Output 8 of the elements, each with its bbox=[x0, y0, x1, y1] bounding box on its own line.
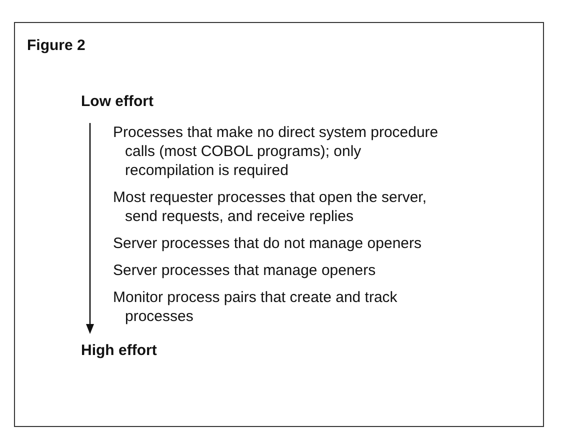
list-item: Monitor process pairs that create and track processes bbox=[113, 288, 398, 326]
scale-end-label: Low effort bbox=[81, 93, 154, 110]
scale-end-label: High effort bbox=[81, 342, 157, 359]
list-item: Server processes that manage openers bbox=[113, 261, 377, 280]
figure-title: Figure 2 bbox=[27, 37, 86, 54]
list-item: Server processes that do not manage openers bbox=[113, 234, 423, 253]
list-item: Most requester processes that open the server, send requests, and receive replies bbox=[113, 188, 428, 226]
list-item: Processes that make no direct system procedure calls (most COBOL programs); only recompilation is required bbox=[113, 123, 440, 180]
